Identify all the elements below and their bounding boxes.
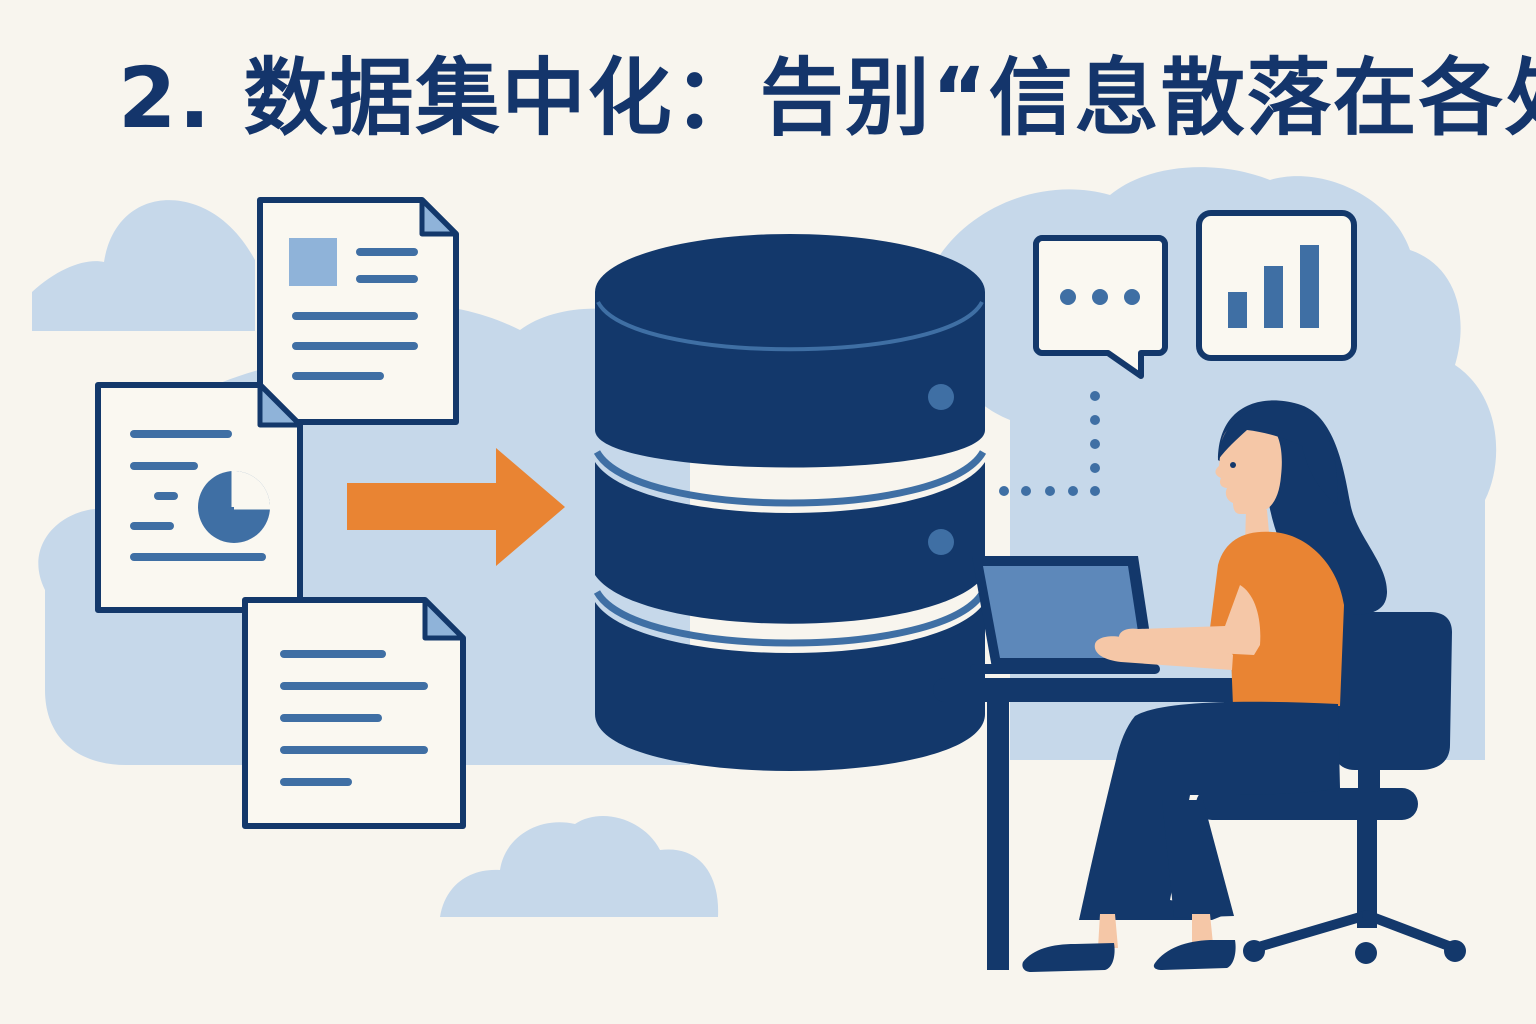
document-text-line: [130, 522, 174, 530]
database-body-bottom: [595, 602, 985, 771]
person-hair-front: [1218, 404, 1338, 505]
document-fold: [257, 382, 303, 428]
document-text-line: [292, 342, 418, 350]
chat-bubble-icon: [1033, 235, 1168, 379]
database-top-cap: [595, 234, 985, 350]
document-top: [257, 197, 459, 425]
document-image-block: [289, 238, 337, 286]
person-ankle: [1192, 914, 1213, 944]
document-text-line: [130, 462, 198, 470]
person-pants: [1079, 701, 1340, 920]
person-eye: [1230, 462, 1236, 468]
cloud-icon: [440, 816, 719, 917]
document-text-line: [356, 275, 418, 283]
person-face: [1215, 420, 1282, 514]
dotted-connector: [999, 391, 1100, 496]
database-top-edge: [596, 300, 984, 352]
document-text-line: [280, 714, 382, 722]
document-text-line: [292, 372, 384, 380]
document-fold: [422, 597, 466, 641]
document-text-line: [280, 682, 428, 690]
cloud-icon: [32, 200, 255, 331]
database-separator: [593, 450, 987, 507]
document-text-line: [280, 650, 386, 658]
arrow-right-icon: [347, 448, 565, 566]
page-title: 2. 数据集中化：告别“信息散落在各处: [118, 49, 1536, 147]
database-icon: [593, 234, 987, 771]
document-text-line: [280, 746, 428, 754]
person-lower-leg: [1162, 800, 1234, 918]
document-text-line: [356, 248, 418, 256]
document-fold: [419, 197, 459, 237]
person-shirt: [1210, 531, 1344, 706]
database-body-middle: [595, 462, 985, 624]
database-separator: [593, 590, 987, 647]
document-bottom: [242, 597, 466, 829]
person-shoe: [1022, 943, 1115, 972]
document-text-line: [130, 553, 266, 561]
document-text-line: [130, 430, 232, 438]
person-arm-front: [1118, 585, 1261, 655]
database-led: [928, 384, 954, 410]
chair-icon: [1196, 611, 1466, 964]
person-icon: [1022, 400, 1388, 972]
database-led: [928, 529, 954, 555]
pie-chart-icon: [198, 471, 270, 543]
document-text-line: [292, 312, 418, 320]
document-middle: [95, 382, 303, 613]
document-text-line: [280, 778, 352, 786]
person-ankle: [1098, 914, 1118, 948]
person-shoe: [1153, 940, 1236, 970]
document-text-line: [154, 492, 178, 500]
bar-chart-icon: [1196, 210, 1357, 361]
